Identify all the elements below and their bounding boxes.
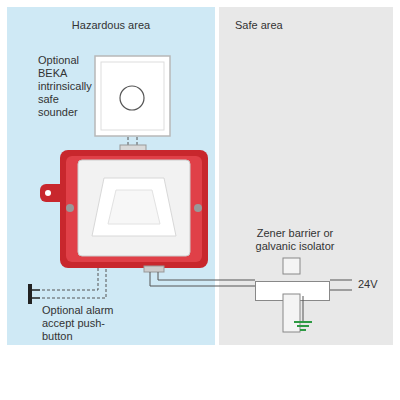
cable-gland <box>144 266 164 272</box>
gland <box>120 145 146 153</box>
wire <box>158 272 255 280</box>
beacon-housing <box>60 150 208 268</box>
beacon-rim <box>66 156 202 262</box>
sounder-inner <box>101 62 164 130</box>
sounder-button <box>120 86 144 110</box>
area-heading: Zener barrier or galvanic isolator <box>245 227 345 253</box>
wire <box>330 290 352 291</box>
mounting-lug <box>40 184 64 202</box>
push-button-label: Optional alarm accept push-button <box>42 304 122 343</box>
dashed-wire <box>42 268 106 298</box>
sounder-label-text: Optional BEKA intrinsically safe sounder <box>38 54 94 119</box>
earth-symbol <box>300 329 306 331</box>
dashed-wire <box>128 137 129 150</box>
wall <box>283 258 300 274</box>
screw <box>194 204 202 212</box>
earth-symbol <box>297 325 309 327</box>
push-button-symbol <box>32 289 40 291</box>
push-button-symbol <box>32 297 40 299</box>
beacon-lens <box>78 160 190 256</box>
push-button-symbol <box>28 284 32 304</box>
wall <box>283 294 300 332</box>
sounder-label: Optional BEKA intrinsically safe sounder <box>38 54 94 119</box>
barrier-node: Zener barrier or galvanic isolator <box>245 227 345 301</box>
voltage-label-text: 24V <box>358 278 392 291</box>
lens-dome-top <box>108 190 160 224</box>
earth-wire <box>303 296 304 322</box>
safe-area-panel: Safe areaZener barrier or galvanic isola… <box>219 7 393 345</box>
area-heading: Safe area <box>235 19 385 32</box>
lug-hole <box>45 190 51 196</box>
dashed-wire <box>137 137 138 150</box>
area-heading: Hazardous area <box>7 19 215 32</box>
sounder-housing <box>95 56 170 136</box>
dashed-wire <box>42 268 98 290</box>
wire <box>150 272 255 286</box>
wire <box>330 280 352 281</box>
voltage-label: 24V <box>358 278 392 291</box>
screw <box>66 204 74 212</box>
barrier-box <box>255 281 330 301</box>
push-button-label-text: Optional alarm accept push-button <box>42 304 122 343</box>
earth-symbol <box>294 321 312 323</box>
lens-dome <box>92 178 176 236</box>
